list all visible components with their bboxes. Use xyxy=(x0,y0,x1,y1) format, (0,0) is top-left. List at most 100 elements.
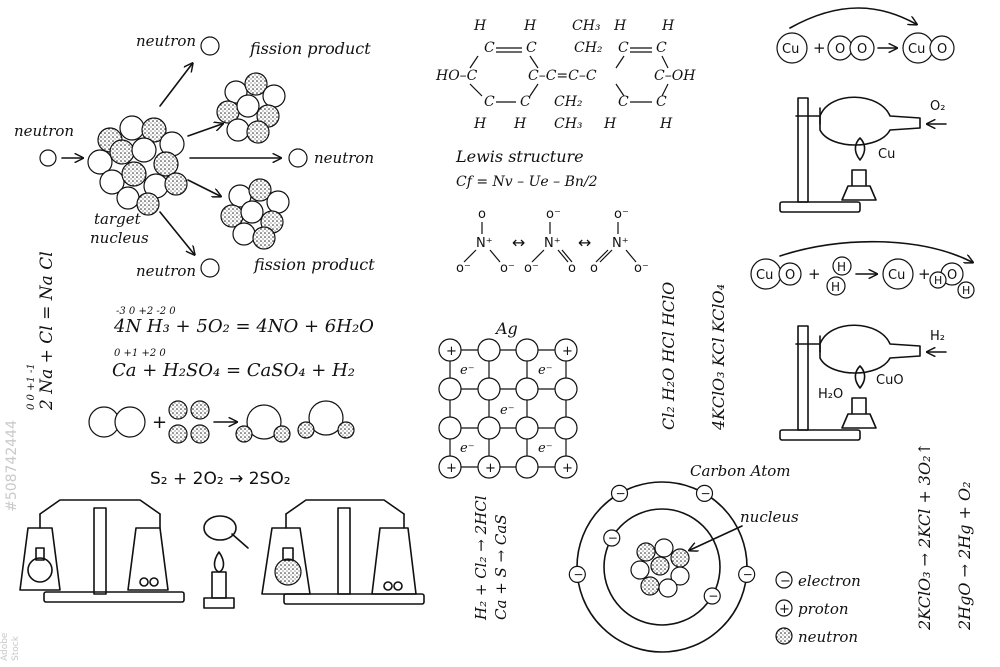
nucleus-pointer xyxy=(690,525,743,550)
legend-electron-symbol xyxy=(775,571,793,589)
svg-text:o⁻: o⁻ xyxy=(634,261,649,276)
h2-label: H₂ xyxy=(930,329,945,344)
svg-text:o: o xyxy=(478,207,486,222)
fission-diagram: neutron target nucleus neutron xyxy=(14,32,375,280)
arrow-fission-bottom xyxy=(187,179,220,196)
copper-reduction: Cu O + H H Cu + O H H xyxy=(750,240,974,299)
atom-h3: H xyxy=(613,18,627,34)
svg-text:O: O xyxy=(835,42,845,57)
neutron-bottom xyxy=(200,258,220,278)
target-nucleus xyxy=(87,115,188,216)
sulfur-equation: S₂ + 2O₂ → 2SO₂ xyxy=(150,469,291,489)
neutron-top xyxy=(200,36,220,56)
carbon-atom: Carbon Atom nucleus −−−−−− xyxy=(568,462,799,653)
legend-proton-symbol xyxy=(775,599,793,617)
organic-molecule: H H CH₃ H H C C CH₂ C C HO–C C–C=C–C C–O… xyxy=(435,18,696,132)
copper-oxidation: Cu + O O Cu O xyxy=(776,7,955,64)
silver-ion xyxy=(477,455,501,479)
svg-text:H: H xyxy=(962,284,970,297)
ion-charge: + xyxy=(485,461,496,476)
svg-text:o⁻: o⁻ xyxy=(500,261,515,276)
chlorine-compounds: Cl₂ H₂O HCl HClO xyxy=(659,282,678,430)
atom-h4: H xyxy=(661,18,675,34)
ion-charge: + xyxy=(562,461,573,476)
legend-neutron-label: neutron xyxy=(798,628,858,646)
electron xyxy=(568,565,586,584)
svg-text:Cu: Cu xyxy=(782,42,799,57)
silver-ion xyxy=(554,338,578,362)
left-equations: 2 Na + Cl = Na Cl 0 0 +1 -1 -3 0 +2 -2 0… xyxy=(26,251,374,489)
electron xyxy=(695,484,714,502)
nh3-oxidation: -3 0 +2 -2 0 xyxy=(116,306,176,317)
silver-ion xyxy=(438,455,462,479)
svg-text:+: + xyxy=(813,39,826,57)
fission-top-label: fission product xyxy=(249,39,371,58)
kclo3-decomposition: 2KClO₃ → 2KCl + 3O₂↑ xyxy=(915,442,934,631)
silver-ion xyxy=(438,416,462,440)
ca-s-reaction: Ca + S → CaS xyxy=(492,514,510,620)
nitrogen-3: N⁺ xyxy=(612,236,629,251)
silver-ion xyxy=(477,338,501,362)
atom-c7: C xyxy=(618,94,629,110)
retort-apparatus-top: Cu O₂ xyxy=(779,96,947,213)
electron-sign: − xyxy=(701,486,711,500)
electron xyxy=(610,484,629,502)
lewis-section: Lewis structure Cf = Nv – Ue – Bn/2 o N⁺… xyxy=(455,147,649,276)
svg-text:o⁻: o⁻ xyxy=(546,207,561,222)
atom-h1: H xyxy=(473,18,487,34)
atom-h8: H xyxy=(659,116,673,132)
h2o-label: H₂O xyxy=(818,387,843,402)
electron-sign: − xyxy=(608,531,618,545)
silver-ion xyxy=(477,416,501,440)
silver-ion xyxy=(515,455,539,479)
svg-text:o⁻: o⁻ xyxy=(456,261,471,276)
atom-c1: C xyxy=(484,40,495,56)
electron-sign: − xyxy=(743,567,753,581)
atom-h6: H xyxy=(513,116,527,132)
silver-ion xyxy=(554,377,578,401)
neutron-mid-label: neutron xyxy=(314,149,374,167)
svg-text:+: + xyxy=(779,602,790,617)
svg-text:O: O xyxy=(785,268,795,283)
nacl-equation: 2 Na + Cl = Na Cl xyxy=(37,251,57,411)
lattice-ions: +++++ xyxy=(438,338,578,479)
silver-ion xyxy=(554,455,578,479)
svg-text:o⁻: o⁻ xyxy=(614,207,629,222)
neutron-top-label: neutron xyxy=(136,32,196,50)
target-label-1: target xyxy=(94,210,142,228)
svg-text:+: + xyxy=(808,265,821,283)
molecule-reaction-balls: + xyxy=(88,400,355,444)
resonance-arrow-2: ↔ xyxy=(578,233,591,252)
ion-charge: + xyxy=(446,344,457,359)
atom-legend: − electron + proton neutron xyxy=(775,571,861,646)
lattice-label: Ag xyxy=(494,319,518,338)
nitrogen-2: N⁺ xyxy=(544,236,561,251)
atom-ho: HO–C xyxy=(435,68,478,84)
electron-sign: − xyxy=(708,589,718,603)
electron xyxy=(603,529,621,547)
svg-text:O: O xyxy=(937,42,947,57)
neutron-bottom-label: neutron xyxy=(136,262,196,280)
legend-proton-label: proton xyxy=(798,600,849,618)
atom-h2: H xyxy=(523,18,537,34)
atom-h7: H xyxy=(603,116,617,132)
silver-ion xyxy=(477,377,501,401)
ion-charge: + xyxy=(562,344,573,359)
svg-text:o⁻: o⁻ xyxy=(524,261,539,276)
resonance-arrow-1: ↔ xyxy=(512,233,525,252)
svg-text:o: o xyxy=(590,261,598,276)
lewis-title: Lewis structure xyxy=(455,147,584,166)
arrow-up-neutron xyxy=(159,64,192,107)
atom-ch2a: CH₂ xyxy=(574,40,603,56)
balance-scale-right xyxy=(261,499,425,605)
electron-sign: − xyxy=(616,486,626,500)
atom-c2: C xyxy=(526,40,537,56)
legend-neutron-symbol xyxy=(775,627,793,645)
ca-oxidation: 0 +1 +2 0 xyxy=(114,348,166,359)
lattice-grid-lines xyxy=(449,349,567,468)
o2-label: O₂ xyxy=(930,99,945,114)
svg-text:H: H xyxy=(837,260,846,274)
atom-h5: H xyxy=(473,116,487,132)
